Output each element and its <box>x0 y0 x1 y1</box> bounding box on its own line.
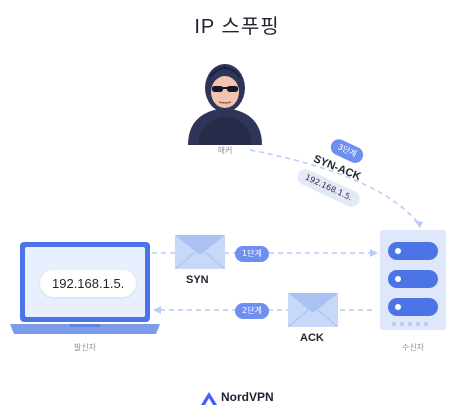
syn-arrowhead <box>370 249 378 257</box>
envelope-icon <box>174 235 226 270</box>
ack-arrowhead <box>153 306 161 314</box>
envelope-icon <box>287 293 339 328</box>
syn-ack-arrowhead <box>414 220 423 228</box>
server-icon <box>380 230 446 330</box>
step1-badge: 1단계 <box>235 246 269 262</box>
step2-badge: 2단계 <box>235 303 269 319</box>
page-title: IP 스푸핑 <box>194 16 280 38</box>
receiver-label: 수신자 <box>401 343 425 352</box>
hacker-icon <box>180 50 270 145</box>
brand-name: NordVPN <box>221 390 274 404</box>
sender-label: 발신자 <box>73 343 97 352</box>
step1-message: SYN <box>186 274 209 286</box>
hacker-label: 해커 <box>217 146 233 155</box>
syn-ack-path <box>249 149 421 226</box>
step2-message: ACK <box>300 332 324 344</box>
sender-ip: 192.168.1.5. <box>40 270 137 297</box>
nordvpn-logo-icon <box>200 390 218 405</box>
